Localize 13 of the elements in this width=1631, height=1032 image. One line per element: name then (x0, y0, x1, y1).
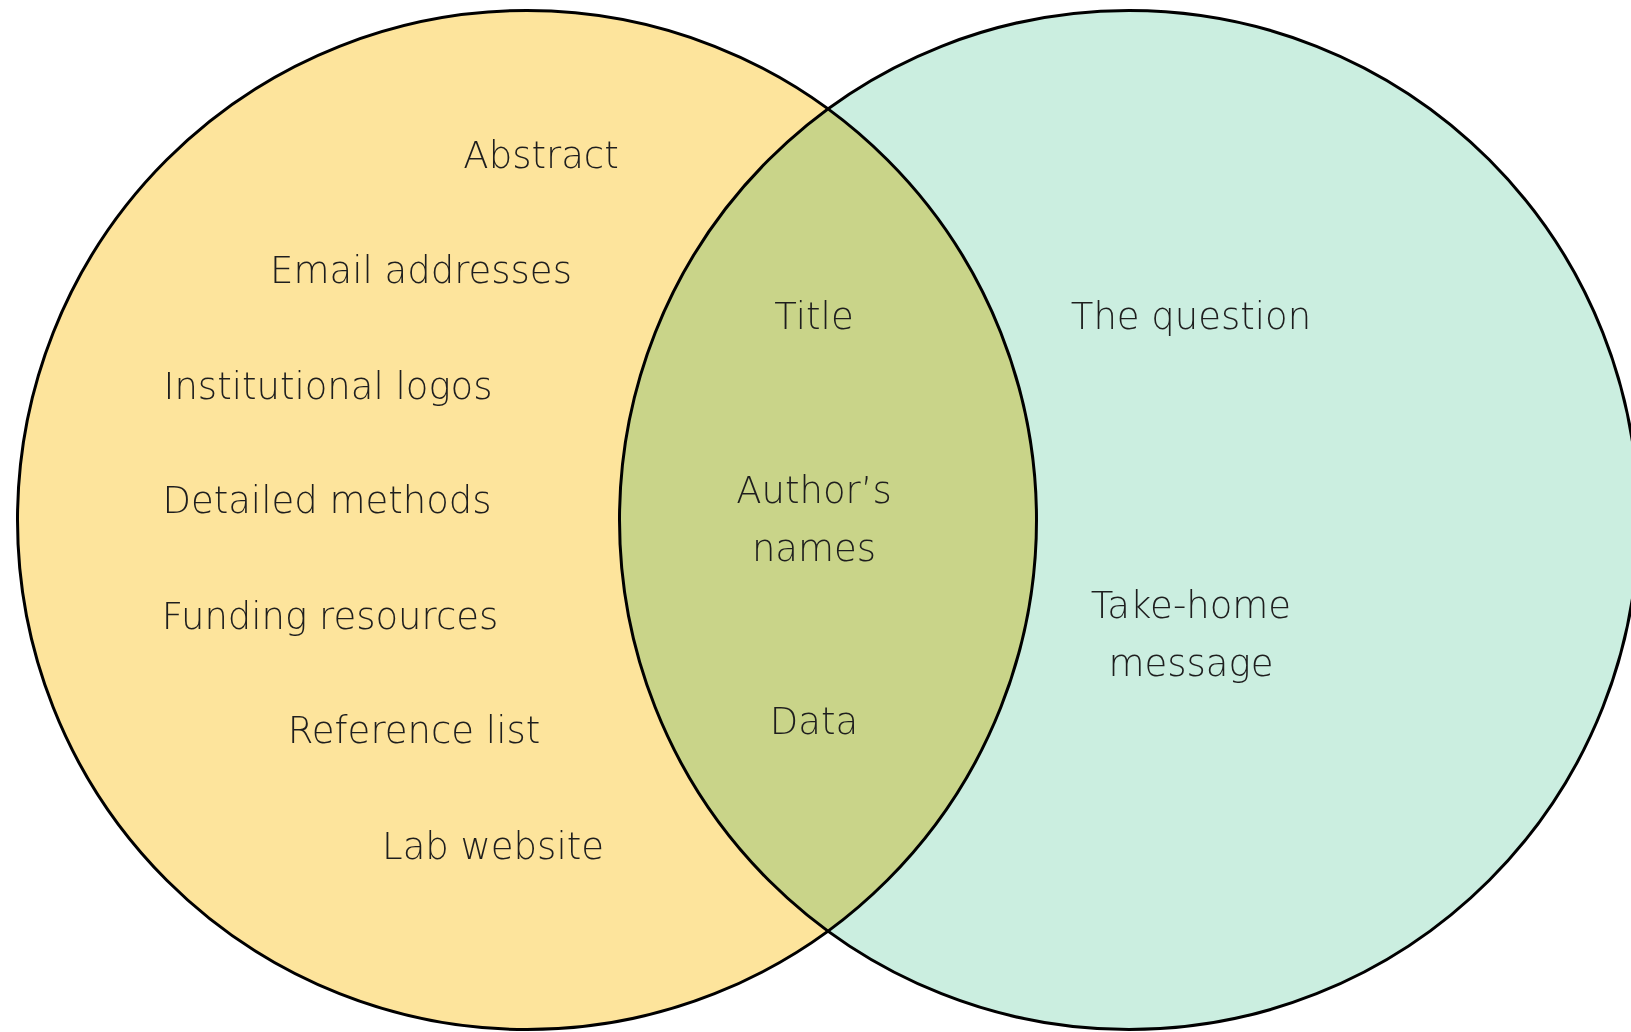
region-item-label: Institutional logos (163, 364, 493, 410)
region-item-label: Email addresses (270, 248, 572, 294)
region-item-label: Funding resources (161, 594, 499, 640)
region-item-label: Abstract (463, 133, 619, 179)
circle-region (618, 9, 1631, 1031)
region-item-label: Reference list (287, 708, 541, 754)
region-item-label: Take-home message (1089, 583, 1293, 687)
region-item-label: Lab website (382, 824, 604, 870)
region-item-label: Title (774, 294, 854, 340)
region-item-label: Data (769, 699, 859, 745)
region-item-label: Detailed methods (162, 478, 492, 524)
region-item-label: The question (1070, 294, 1312, 340)
region-item-label: Author’s names (735, 468, 893, 572)
